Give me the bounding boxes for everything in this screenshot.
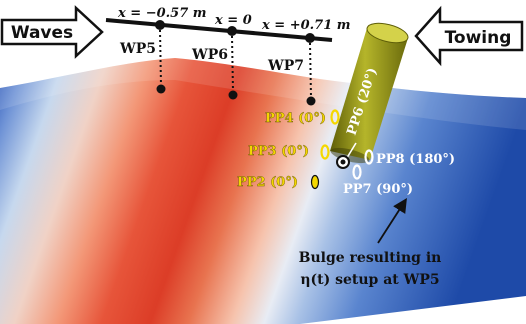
bulge-pointer-arrow	[377, 197, 407, 244]
wp5-label: WP5	[119, 41, 156, 57]
pp8-probe-marker	[364, 149, 374, 165]
cylinder	[330, 22, 409, 164]
pp4-probe-marker	[330, 109, 340, 125]
wp5-node	[155, 20, 165, 30]
pp2-probe-marker	[310, 174, 320, 190]
wp7-surface-point	[306, 96, 316, 106]
pp2-label: PP2 (0°)	[237, 175, 298, 190]
wave-probe-bar	[105, 18, 333, 42]
wp5-surface-point	[156, 84, 166, 94]
wp6-label: WP6	[191, 47, 228, 63]
wp5-drop-line	[159, 29, 162, 87]
bulge-annotation-line1: Bulge resulting in	[299, 250, 442, 266]
position-label-left: x = −0.57 m	[117, 6, 207, 21]
wp6-node	[227, 26, 237, 36]
wp6-drop-line	[231, 35, 234, 93]
pp7-label: PP7 (90°)	[343, 182, 413, 197]
towing-arrow: Towing	[414, 5, 524, 67]
waves-label: Waves	[11, 23, 73, 43]
position-label-center: x = 0	[214, 13, 252, 28]
waves-arrow: Waves	[0, 5, 104, 59]
wp7-node	[305, 33, 315, 43]
position-label-right: x = +0.71 m	[261, 18, 351, 33]
wp7-label: WP7	[267, 58, 304, 74]
free-surface	[0, 58, 526, 324]
pp8-label: PP8 (180°)	[376, 152, 455, 167]
wp6-surface-point	[228, 90, 238, 100]
bulge-annotation-line2: η(t) setup at WP5	[300, 272, 439, 288]
wp7-drop-line	[309, 42, 312, 99]
pp7-probe-marker	[352, 164, 362, 180]
surface-shading	[0, 58, 526, 130]
pp4-label: PP4 (0°)	[265, 111, 326, 126]
pp6-probe-center	[340, 159, 346, 165]
pp3-label: PP3 (0°)	[248, 144, 309, 159]
pp3-probe-marker	[320, 144, 330, 160]
towing-label: Towing	[445, 28, 512, 48]
